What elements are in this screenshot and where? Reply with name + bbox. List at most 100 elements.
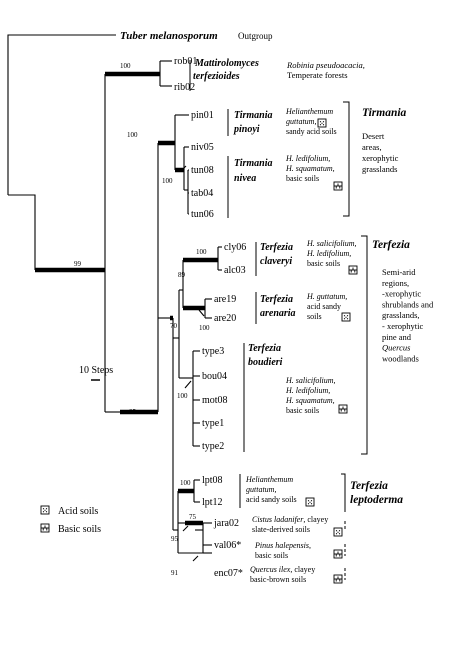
text-run: guttatum, xyxy=(246,485,276,494)
taxon-label: bou04 xyxy=(202,371,227,382)
species-name-line: Terfezia xyxy=(260,294,293,305)
taxon-label: are20 xyxy=(214,313,236,324)
text-run: , clayey xyxy=(303,515,328,524)
text-run: sandy acid soils xyxy=(286,127,337,136)
text-run: Quercus xyxy=(382,343,411,353)
text-run: basic soils xyxy=(307,259,340,268)
group-title-tirmania: Tirmania xyxy=(362,107,407,119)
bootstrap-value: 100 xyxy=(199,324,210,332)
outgroup-name: Tuber melanosporum xyxy=(120,30,218,42)
bootstrap-value: 91 xyxy=(171,569,179,577)
taxon-label: tab04 xyxy=(191,188,213,199)
acid-soil-icon xyxy=(333,527,343,537)
text-run: H. ledifolium, xyxy=(306,249,351,258)
text-run: , xyxy=(363,60,365,70)
host-note: Pinus halepensis,basic soils xyxy=(254,541,311,560)
bootstrap-value: 89 xyxy=(178,271,186,279)
species-name: Terfezia arenaria xyxy=(260,294,296,319)
host-note: H. ledifolium,H. squamatum,basic soils xyxy=(285,154,335,183)
text-run: basic soils xyxy=(286,174,319,183)
group-habitat-line: Desert xyxy=(362,131,385,141)
acid-soil-icon xyxy=(305,497,315,507)
species-bars xyxy=(189,60,257,508)
text-run: grasslands, xyxy=(382,310,420,320)
species-name-line: Terfezia xyxy=(248,343,281,354)
text-run: regions, xyxy=(382,278,409,288)
taxon-label: jara02 xyxy=(213,518,239,529)
acid-soil-icon xyxy=(341,312,351,322)
text-run: H. ledifolium, xyxy=(285,386,330,395)
text-run: pine and xyxy=(382,332,412,342)
species-name: Tirmania nivea xyxy=(234,158,275,184)
text-run: acid sandy soils xyxy=(246,495,297,504)
scale-bar: 10 Steps xyxy=(79,365,113,381)
bootstrap-value: 100 xyxy=(177,392,188,400)
text-run: basic-brown soils xyxy=(250,575,306,584)
taxon-label: val06* xyxy=(214,540,241,551)
text-run: basic soils xyxy=(255,551,288,560)
group-title-leptoderma: Terfezia leptoderma xyxy=(350,480,403,506)
legend-acid-label: Acid soils xyxy=(58,506,98,517)
text-run: H. guttatum, xyxy=(306,292,347,301)
taxon-label: lpt08 xyxy=(202,475,223,486)
group-habitat-line: xerophytic xyxy=(362,153,399,163)
taxon-label: alc03 xyxy=(224,265,246,276)
taxon-label: type2 xyxy=(202,441,224,452)
scale-label: 10 Steps xyxy=(79,365,113,376)
taxon-label: tun06 xyxy=(191,209,214,220)
text-run: H. salicifolium, xyxy=(306,239,357,248)
species-name-line: nivea xyxy=(234,173,256,184)
bootstrap-value: 100 xyxy=(120,62,131,70)
taxon-label: tun08 xyxy=(191,165,214,176)
basic-soil-icon xyxy=(333,574,343,584)
outgroup-label: Outgroup xyxy=(238,31,273,41)
bootstrap-value: 75 xyxy=(189,513,197,521)
text-run: H. ledifolium, xyxy=(285,154,330,163)
host-notes: Robinia pseudoacacia, Temperate forests H… xyxy=(245,60,365,584)
taxon-label: mot08 xyxy=(202,395,228,406)
bootstrap-value: 99 xyxy=(74,260,82,268)
text-run: slate-derived soils xyxy=(252,525,310,534)
text-run: Robinia pseudoacacia xyxy=(286,60,363,70)
species-name-line: Mattirolomyces xyxy=(194,58,259,69)
group-habitat-line: areas, xyxy=(362,142,382,152)
text-run: guttatum, xyxy=(286,117,316,126)
group-brackets xyxy=(341,101,368,580)
taxon-label: cly06 xyxy=(224,242,246,253)
group-title-line: Terfezia xyxy=(350,480,388,492)
acid-soil-icon xyxy=(40,505,50,515)
text-run: Temperate forests xyxy=(287,70,348,80)
text-run: - xerophytic xyxy=(382,321,424,331)
legend-basic-label: Basic soils xyxy=(58,524,101,535)
taxon-label: rib02 xyxy=(174,82,195,93)
text-run: Pinus halepensis xyxy=(254,541,309,550)
species-name: Terfezia boudieri xyxy=(248,343,283,368)
text-run: acid sandy xyxy=(307,302,341,311)
habitat-note: Robinia pseudoacacia, Temperate forests xyxy=(286,60,365,80)
taxon-labels: rob01 rib02 pin01 niv05 tun08 tab04 tun0… xyxy=(174,56,246,579)
bootstrap-value: 85 xyxy=(129,408,137,416)
species-name-line: Terfezia xyxy=(260,242,293,253)
text-run: H. squamatum, xyxy=(285,396,335,405)
bootstrap-value: 100 xyxy=(180,479,191,487)
species-name-line: terfezioides xyxy=(193,71,240,82)
text-run: H. squamatum, xyxy=(285,164,335,173)
species-name-line: arenaria xyxy=(260,308,296,319)
group-habitat: Desert areas, xerophytic grasslands xyxy=(362,131,400,174)
text-run: -xerophytic xyxy=(382,289,421,299)
species-name-line: pinoyi xyxy=(233,124,260,135)
text-run: soils xyxy=(307,312,322,321)
basic-soil-icon xyxy=(333,549,343,559)
host-note: H. salicifolium,H. ledifolium,basic soil… xyxy=(306,239,357,268)
group-title-terfezia: Terfezia xyxy=(372,239,410,251)
basic-soil-icon xyxy=(348,265,358,275)
taxon-label: niv05 xyxy=(191,142,214,153)
legend: Acid soils Basic soils xyxy=(40,505,101,535)
taxon-label: type1 xyxy=(202,418,224,429)
group-title-line: leptoderma xyxy=(350,494,403,506)
taxon-label: type3 xyxy=(202,346,224,357)
species-names: Mattirolomyces terfezioides Tirmania pin… xyxy=(193,58,296,368)
